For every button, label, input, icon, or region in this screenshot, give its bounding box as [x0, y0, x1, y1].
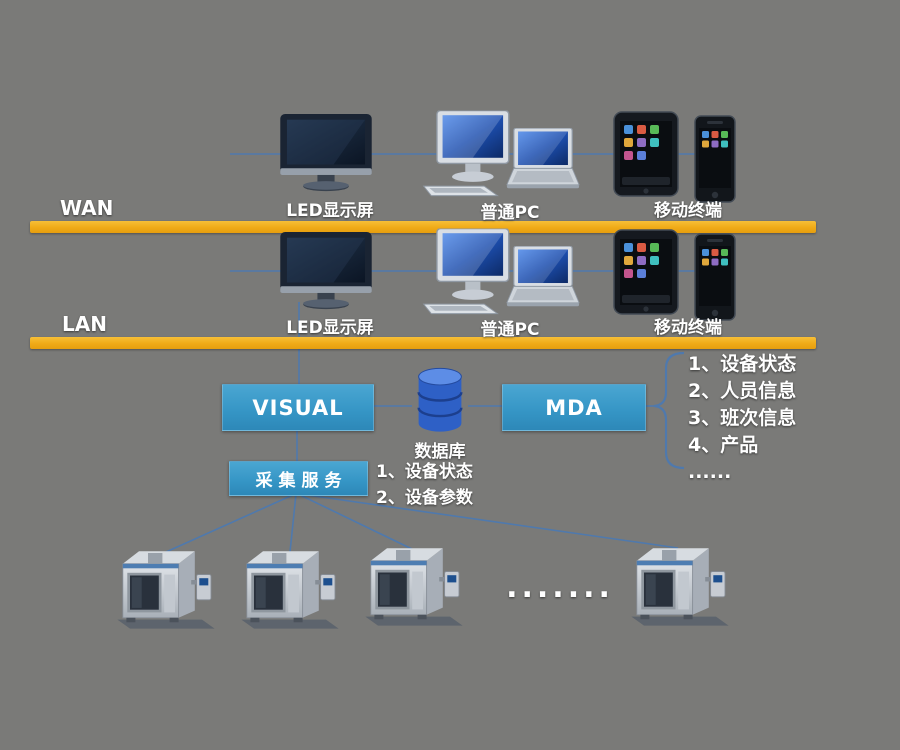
mda-output-item-ellipsis: ......	[688, 461, 732, 483]
mda-output-item-2: 2、人员信息	[688, 380, 797, 402]
tablet-icon	[613, 111, 679, 197]
mda-output-item-3: 3、班次信息	[688, 407, 797, 429]
led-display-icon	[278, 232, 374, 312]
smartphone-icon	[694, 233, 736, 321]
tablet-icon	[613, 229, 679, 315]
mda-output-list: 1、设备状态 2、人员信息 3、班次信息 4、产品 ......	[688, 351, 796, 486]
mda-system-box: MDA	[502, 384, 646, 431]
laptop-icon	[500, 244, 586, 310]
cnc-machine-icon	[626, 540, 734, 632]
lan-label: LAN	[62, 312, 107, 336]
more-machines-ellipsis: .......	[506, 570, 614, 605]
mda-output-brace	[653, 351, 685, 470]
database-icon	[411, 365, 469, 435]
lan-led-display-label: LED显示屏	[286, 318, 374, 338]
lan-mobile-terminal-label: 移动终端	[654, 318, 722, 338]
database-content-list: 1、设备状态 2、设备参数	[376, 459, 473, 511]
wan-led-display-label: LED显示屏	[286, 201, 374, 221]
lan-bus-bar	[30, 337, 816, 349]
cnc-machine-icon	[236, 543, 344, 635]
wan-label: WAN	[60, 196, 114, 220]
collect-service-box: 采集服务	[229, 461, 368, 496]
smartphone-icon	[694, 115, 736, 203]
cnc-machine-icon	[112, 543, 220, 635]
laptop-icon	[500, 126, 586, 192]
mda-output-item-1: 1、设备状态	[688, 353, 797, 375]
led-display-icon	[278, 114, 374, 194]
wan-pc-label: 普通PC	[480, 203, 540, 223]
visual-system-box: VISUAL	[222, 384, 374, 431]
collect-to-machine4-line	[299, 493, 679, 549]
mda-output-item-4: 4、产品	[688, 434, 759, 456]
cnc-machine-icon	[360, 540, 468, 632]
database-content-item-1: 1、设备状态	[376, 462, 473, 482]
database-content-item-2: 2、设备参数	[376, 488, 473, 508]
lan-pc-label: 普通PC	[480, 320, 540, 340]
database-label: 数据库	[414, 442, 466, 462]
wan-mobile-terminal-label: 移动终端	[654, 201, 722, 221]
